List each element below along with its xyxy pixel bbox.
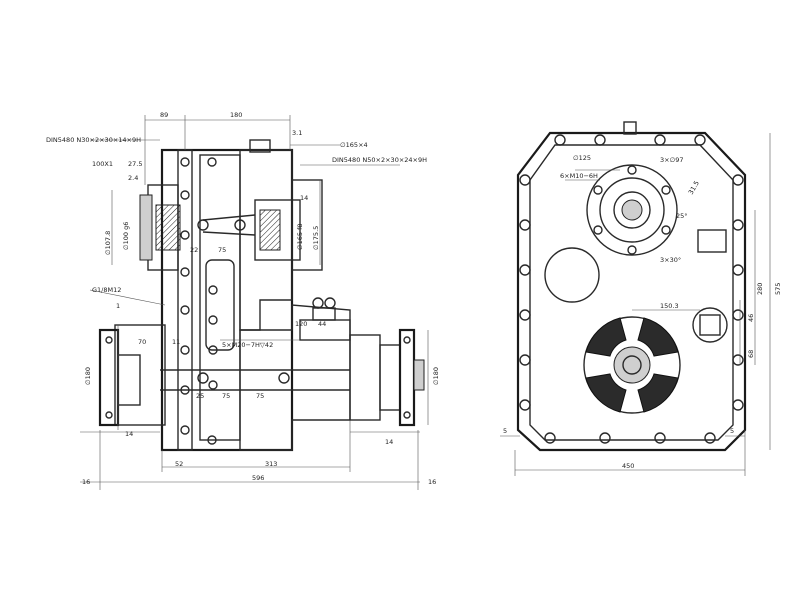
dim-25: 25 bbox=[196, 392, 204, 400]
upper-pin-b bbox=[234, 219, 246, 231]
pump-flange-face bbox=[699, 314, 721, 336]
dim-575: 575 bbox=[774, 283, 782, 295]
dim-31-5: 31.5 bbox=[687, 179, 701, 196]
dim-16-left: 16 bbox=[82, 478, 90, 486]
dim-165x4: ∅165×4 bbox=[340, 141, 368, 149]
dim-16-right: 16 bbox=[428, 478, 436, 486]
top-breather-boss bbox=[249, 139, 271, 153]
right-spline-section bbox=[259, 209, 281, 251]
upper-hub-mid bbox=[599, 177, 665, 243]
sensor-b bbox=[324, 297, 336, 309]
lower-hub-sector-c bbox=[637, 373, 679, 413]
front-housing-outline bbox=[516, 131, 747, 452]
sensor-a bbox=[312, 297, 324, 309]
dim-14-bl: 14 bbox=[125, 430, 133, 438]
front-view: ∅125 3×∅97 6×M10−6H 31.5 25° 3×30° 150.3… bbox=[500, 121, 782, 476]
side-dimension-lines bbox=[80, 115, 429, 490]
right-hub-flange bbox=[291, 179, 323, 271]
upper-hub-bolts bbox=[593, 165, 671, 255]
dim-5m20: 5×M20−7H▽42 bbox=[222, 341, 273, 349]
right-output-flange bbox=[398, 328, 416, 427]
dim-14-br: 14 bbox=[385, 438, 393, 446]
upper-spline-bore bbox=[621, 199, 643, 221]
lower-hub-outer bbox=[583, 316, 681, 414]
dim-46: 46 bbox=[747, 314, 755, 322]
dim-25deg: 25° bbox=[676, 212, 688, 220]
dim-280: 280 bbox=[756, 283, 764, 295]
dim-22: 22 bbox=[190, 246, 198, 254]
dim-150-3: 150.3 bbox=[660, 302, 679, 310]
dim-3x30: 3×30° bbox=[660, 256, 681, 264]
left-output-neck bbox=[117, 354, 141, 406]
lower-hub-sector-d bbox=[585, 373, 627, 413]
lower-hub-bore bbox=[622, 355, 642, 375]
dim-27-5: 27.5 bbox=[128, 160, 142, 168]
din-right-spec: DIN5480 N50×2×30×24×9H bbox=[332, 156, 427, 164]
dim-11: 11 bbox=[172, 338, 180, 346]
dim-3x97: 3×∅97 bbox=[660, 156, 684, 164]
dim-313: 313 bbox=[265, 460, 277, 468]
inspection-opening bbox=[544, 247, 600, 303]
din-left-spec: DIN5480 N30×2×30×14×9H bbox=[46, 136, 141, 144]
front-housing-inner bbox=[529, 144, 734, 441]
dim-180-left: ∅180 bbox=[84, 367, 92, 385]
right-output-bearing bbox=[349, 334, 381, 421]
dim-m10: 6×M10−6H bbox=[560, 172, 598, 180]
dim-100g6: ∅100 g6 bbox=[122, 222, 130, 250]
perimeter-bolts bbox=[519, 134, 744, 444]
dim-1: 1 bbox=[116, 302, 120, 310]
dim-450: 450 bbox=[622, 462, 634, 470]
dim-175-5: ∅175.5 bbox=[312, 226, 320, 250]
top-breather bbox=[623, 121, 637, 135]
dim-g1-8: G1/8M12 bbox=[92, 286, 121, 294]
left-flange-plate bbox=[177, 149, 193, 451]
right-output-neck bbox=[379, 344, 401, 411]
dim-14-right: 14 bbox=[300, 194, 308, 202]
dim-44: 44 bbox=[318, 320, 326, 328]
dim-89: 89 bbox=[160, 111, 168, 119]
dim-596: 596 bbox=[252, 474, 264, 482]
dim-75-top: 75 bbox=[218, 246, 226, 254]
dim-75-a: 75 bbox=[222, 392, 230, 400]
dim-70: 70 bbox=[138, 338, 146, 346]
dim-165f8: ∅165 f8 bbox=[296, 223, 304, 250]
left-spline-section bbox=[155, 204, 181, 251]
pump-flange bbox=[692, 307, 728, 343]
front-dimension-lines bbox=[500, 133, 771, 476]
dim-5-right: 5 bbox=[730, 427, 734, 435]
dim-68: 68 bbox=[747, 350, 755, 358]
dim-5-left: 5 bbox=[503, 427, 507, 435]
dim-52: 52 bbox=[175, 460, 183, 468]
dim-100x1: 100X1 bbox=[92, 160, 113, 168]
dim-107-8: ∅107.8 bbox=[104, 231, 112, 255]
upper-hub-outer bbox=[586, 164, 678, 256]
dim-180-top: 180 bbox=[230, 111, 242, 119]
dim-75-b: 75 bbox=[256, 392, 264, 400]
lower-pin-b bbox=[278, 372, 290, 384]
right-shaft-end bbox=[413, 359, 425, 391]
dim-3-1: 3.1 bbox=[292, 129, 302, 137]
dim-2-4: 2.4 bbox=[128, 174, 138, 182]
lower-pin bbox=[197, 372, 209, 384]
side-view: 89 180 3.1 ∅165×4 DIN5480 N30×2×30×14×9H… bbox=[46, 111, 440, 490]
lower-hub-sector-b bbox=[637, 317, 679, 357]
upper-spline-ring bbox=[613, 191, 651, 229]
left-output-housing bbox=[114, 324, 166, 426]
inner-slot bbox=[205, 259, 235, 351]
flange-bolt-column bbox=[180, 157, 217, 445]
left-hub-face bbox=[139, 194, 153, 261]
side-port bbox=[697, 229, 727, 253]
dim-180-right: ∅180 bbox=[432, 367, 440, 385]
lower-hub-sector-a bbox=[585, 317, 627, 357]
dim-125: ∅125 bbox=[573, 154, 591, 162]
dim-120: 120 bbox=[295, 320, 307, 328]
right-output-hub bbox=[254, 199, 301, 261]
lower-hub-center bbox=[613, 346, 651, 384]
